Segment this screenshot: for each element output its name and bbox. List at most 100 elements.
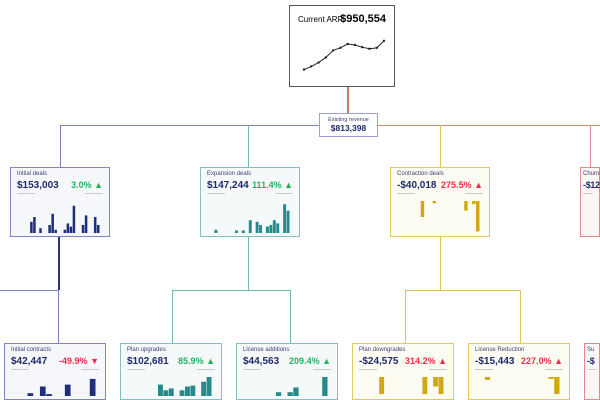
bar [54,229,57,233]
bar [322,377,328,396]
bar [265,226,269,233]
arr-point [360,46,364,49]
card-change: 227.0% ▲ [521,356,563,366]
card-title: Initial deals [17,171,48,177]
current-arr-card[interactable]: Current ARR $950,554 [289,5,395,87]
bar-chart [587,375,596,398]
change-percent: 227.0% [521,356,552,366]
card-value: -$ [587,356,595,366]
bar [259,225,263,233]
triangle-up-icon: ▲ [551,356,563,366]
bar [548,377,554,379]
metric-card[interactable]: Plan upgrades $102,681 85.9% ▲ [120,343,222,400]
arr-point [302,68,306,71]
subtext-line [275,193,293,194]
arr-title: Current ARR [298,15,344,24]
change-percent: 275.5% [441,180,472,190]
metric-card[interactable]: License Reduction -$15,443 227.0% ▲ [468,343,570,400]
bar [269,225,273,233]
card-change: -49.9% ▼ [59,356,99,366]
subtext-line [207,193,225,194]
change-percent: 209.4% [289,356,320,366]
metric-card[interactable]: Initial contracts $42,447 -49.9% ▼ [4,343,106,400]
metric-card[interactable]: License additions $44,563 209.4% ▲ [236,343,338,400]
bar [438,377,444,395]
card-change: 275.5% ▲ [441,180,483,190]
card-title: Churned [583,171,600,177]
card-value: $147,244 [207,180,249,191]
bar [168,388,174,396]
bar [432,201,437,204]
subtext-line [583,193,593,194]
card-value: $153,003 [17,180,59,191]
triangle-up-icon: ▲ [281,180,293,190]
change-percent: 111.4% [252,180,282,190]
card-change: 314.2% ▲ [405,356,447,366]
bar-chart [214,204,290,233]
bar [206,377,212,396]
subtext-line [127,369,145,370]
card-value: $102,681 [127,356,169,367]
card-title: License additions [243,347,290,353]
change-percent: -49.9% [59,356,88,366]
subtext-line [81,369,99,370]
bar [286,210,290,233]
arr-point [339,46,342,50]
subtext-line [313,369,331,370]
card-title: Contraction deals [397,171,444,177]
metric-card[interactable]: Contraction deals -$40,018 275.5% ▲ [390,167,490,237]
subtext-line [465,193,483,194]
bar [276,223,280,233]
bar [39,228,42,233]
metric-card[interactable]: Churned -$12 [580,167,600,237]
triangle-up-icon: ▲ [203,356,215,366]
bar [27,393,34,396]
arr-point [375,46,378,50]
subtext-line [85,193,103,194]
arr-point [331,49,335,52]
subtext-line [397,193,415,194]
bar [190,385,196,396]
bar [51,213,54,233]
bar [66,223,70,233]
bar [201,381,207,396]
existing-revenue-title: Existing revenue [328,117,369,123]
existing-revenue-card[interactable]: Existing revenue $813,398 [319,113,378,137]
metric-card[interactable]: Initial deals $153,003 3.0% ▲ [10,167,110,237]
subtext-line [359,369,377,370]
arr-point [310,65,313,68]
arr-line-chart [302,39,386,71]
bar-chart [379,377,444,395]
subtext-line [587,369,597,370]
bar [554,377,560,395]
triangle-up-icon: ▲ [435,356,447,366]
bar [69,226,73,233]
change-percent: 3.0% [71,180,92,190]
bar [476,201,480,232]
bar [185,386,190,396]
arr-point [324,56,328,59]
metric-card[interactable]: Plan downgrades -$24,575 314.2% ▲ [352,343,454,400]
arr-value: $950,554 [340,13,386,25]
bar [93,217,97,233]
arr-point [368,47,371,50]
card-change: 3.0% ▲ [71,180,103,190]
metric-card[interactable]: Expansion deals $147,244 111.4% ▲ [200,167,300,237]
bar [287,392,293,396]
arr-point [382,39,386,42]
triangle-down-icon: ▼ [87,356,99,366]
triangle-up-icon: ▲ [319,356,331,366]
bar [293,387,299,396]
card-value: -$15,443 [475,356,515,367]
card-value: -$40,018 [397,180,437,191]
bar [484,377,491,380]
bar [158,384,163,396]
subtext-line [475,369,493,370]
bar [283,204,287,233]
metric-card[interactable]: Su -$ [584,343,600,400]
bar [48,225,51,233]
bar [72,205,76,233]
bar [81,225,85,233]
triangle-up-icon: ▲ [91,180,103,190]
bar-chart [27,378,96,396]
